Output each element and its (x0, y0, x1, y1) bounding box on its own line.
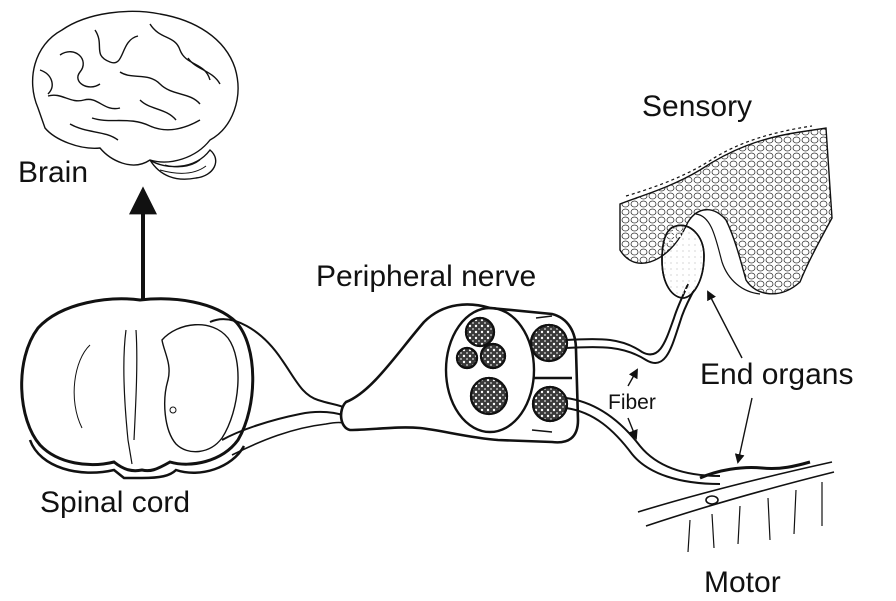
fiber-arrow-up (628, 370, 637, 386)
sensory-label: Sensory (642, 92, 752, 122)
end-organ-arrow-motor (738, 398, 752, 462)
brain-illustration (33, 11, 238, 179)
brain-label: Brain (18, 158, 88, 188)
peripheral-nerve-label: Peripheral nerve (316, 262, 536, 292)
motor-label: Motor (704, 568, 781, 598)
sensory-end-organ (620, 126, 832, 298)
motor-end-organ (638, 462, 834, 552)
end-organs-label: End organs (700, 360, 853, 390)
end-organ-arrow-sensory (708, 292, 742, 358)
spinal-cord-illustration (22, 299, 350, 478)
spinal-cord-label: Spinal cord (40, 488, 190, 518)
peripheral-nerve-illustration (341, 305, 578, 443)
fiber-label: Fiber (608, 392, 656, 413)
